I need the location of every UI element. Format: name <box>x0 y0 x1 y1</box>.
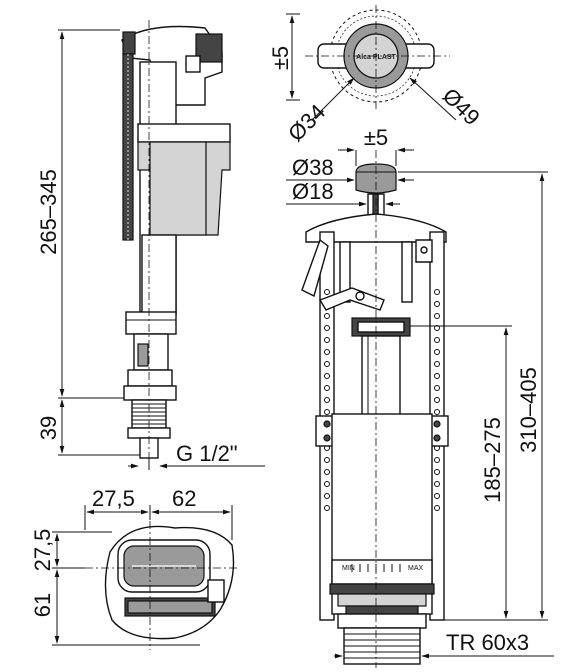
flush-valve-drawing: MIN MAX <box>301 150 449 668</box>
button-diameter-label: Ø38 <box>292 155 334 180</box>
fill-valve-dimensions: 265–345 39 G 1/2" <box>36 29 265 469</box>
button-top-view: Alca PLAST <box>305 5 450 110</box>
fill-valve-top-view <box>85 505 240 650</box>
fill-valve-connector-label: 39 <box>36 416 61 440</box>
top-view-offset-c-label: 27,5 <box>30 529 55 572</box>
flush-thread-label: TR 60x3 <box>446 630 529 655</box>
top-view-offset-a-label: 27,5 <box>92 486 135 511</box>
flush-valve-dimensions: ±5 Ø38 Ø18 185–275 310–405 TR 60x3 <box>286 125 554 659</box>
fill-valve-height-label: 265–345 <box>36 169 61 255</box>
total-height-label: 310–405 <box>516 367 541 453</box>
rod-diameter-label: Ø18 <box>292 179 334 204</box>
overflow-height-label: 185–275 <box>480 417 505 503</box>
frame-holes <box>324 289 440 511</box>
button-outer-diameter-label: Ø49 <box>438 83 485 130</box>
top-view-depth-label: 61 <box>30 593 55 617</box>
scale-max-label: MAX <box>408 565 424 572</box>
fill-valve-thread-label: G 1/2" <box>176 441 238 466</box>
flush-button-offset-label: ±5 <box>364 125 388 150</box>
fill-valve-drawing <box>121 20 231 470</box>
top-view-offset-b-label: 62 <box>172 486 196 511</box>
fill-valve-top-dimensions: 27,5 62 27,5 61 <box>30 486 233 646</box>
button-inner-diameter-label: Ø34 <box>283 99 330 146</box>
button-top-offset-label: ±5 <box>268 46 293 70</box>
scale-min-label: MIN <box>342 565 355 572</box>
